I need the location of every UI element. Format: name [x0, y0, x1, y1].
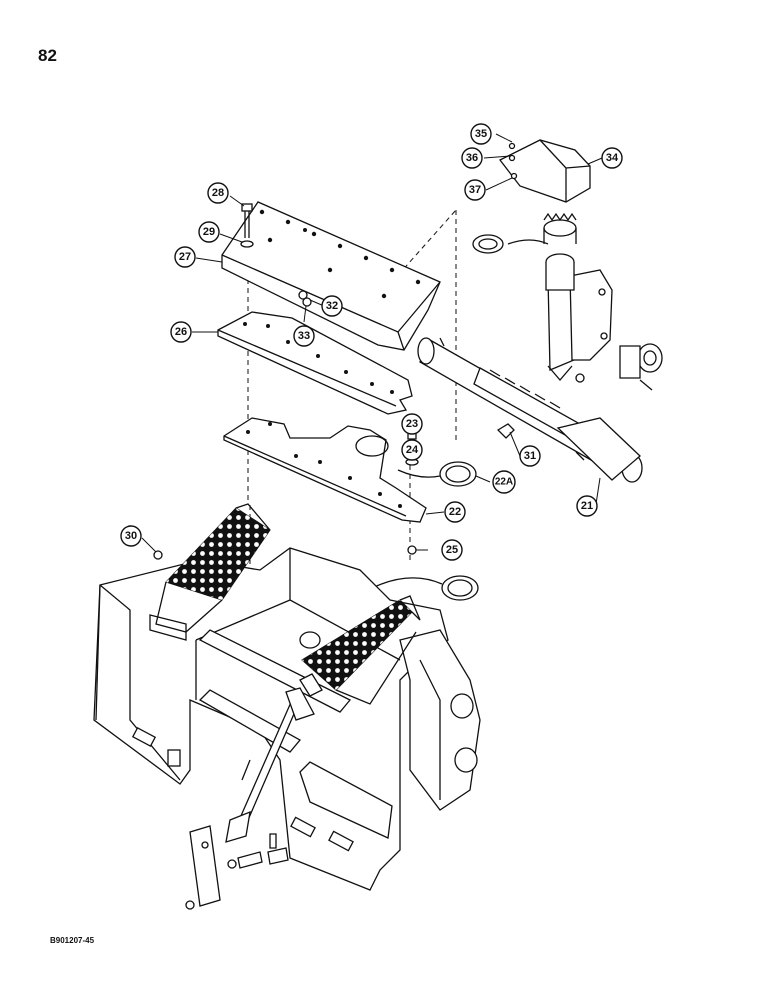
callout-23-label: 23 — [406, 418, 418, 430]
callout-27: 27 — [174, 246, 196, 268]
page-number: 82 — [38, 46, 57, 65]
foot-pedals — [155, 503, 421, 705]
seal-rings — [371, 234, 549, 601]
callout-21: 21 — [576, 495, 598, 517]
callout-36-label: 36 — [466, 152, 478, 164]
callout-27-label: 27 — [179, 251, 191, 263]
callout-29-label: 29 — [203, 226, 215, 238]
callout-29: 29 — [198, 221, 220, 243]
leader-lines — [141, 133, 603, 553]
callout-35-label: 35 — [475, 128, 487, 140]
callout-31: 31 — [519, 445, 541, 467]
callout-25: 25 — [441, 539, 463, 561]
callout-24: 24 — [401, 439, 423, 461]
callout-34: 34 — [601, 147, 623, 169]
callout-34-label: 34 — [606, 152, 619, 164]
callout-33: 33 — [293, 325, 315, 347]
callout-30: 30 — [120, 525, 142, 547]
pinion-cover — [499, 139, 591, 203]
steering-cylinder — [417, 337, 643, 483]
callout-25-label: 25 — [446, 544, 458, 556]
callout-22-label: 22 — [449, 506, 461, 518]
callout-31-label: 31 — [524, 450, 536, 462]
callout-22a-label: 22A — [495, 477, 513, 488]
callout-36: 36 — [461, 147, 483, 169]
fasteners — [153, 203, 515, 560]
callout-21-label: 21 — [581, 500, 593, 512]
shim-plate — [217, 311, 413, 415]
callout-30-label: 30 — [125, 530, 137, 542]
callout-23: 23 — [401, 413, 423, 435]
callout-24-label: 24 — [406, 444, 419, 456]
callout-26-label: 26 — [175, 326, 187, 338]
callout-26: 26 — [170, 321, 192, 343]
callout-28: 28 — [207, 182, 229, 204]
callout-22a: 22A — [492, 470, 516, 494]
pedal-linkage — [185, 687, 315, 910]
callout-35: 35 — [470, 123, 492, 145]
callout-28-label: 28 — [212, 187, 224, 199]
callout-33-label: 33 — [298, 330, 310, 342]
callout-32: 32 — [321, 295, 343, 317]
figure-code: B901207-45 — [50, 936, 95, 945]
callout-37-label: 37 — [469, 184, 481, 196]
pinion-housing — [543, 212, 663, 391]
upper-plate — [221, 201, 441, 351]
base-plate — [223, 417, 427, 523]
callout-32-label: 32 — [326, 300, 338, 312]
callout-22: 22 — [444, 501, 466, 523]
callout-37: 37 — [464, 179, 486, 201]
